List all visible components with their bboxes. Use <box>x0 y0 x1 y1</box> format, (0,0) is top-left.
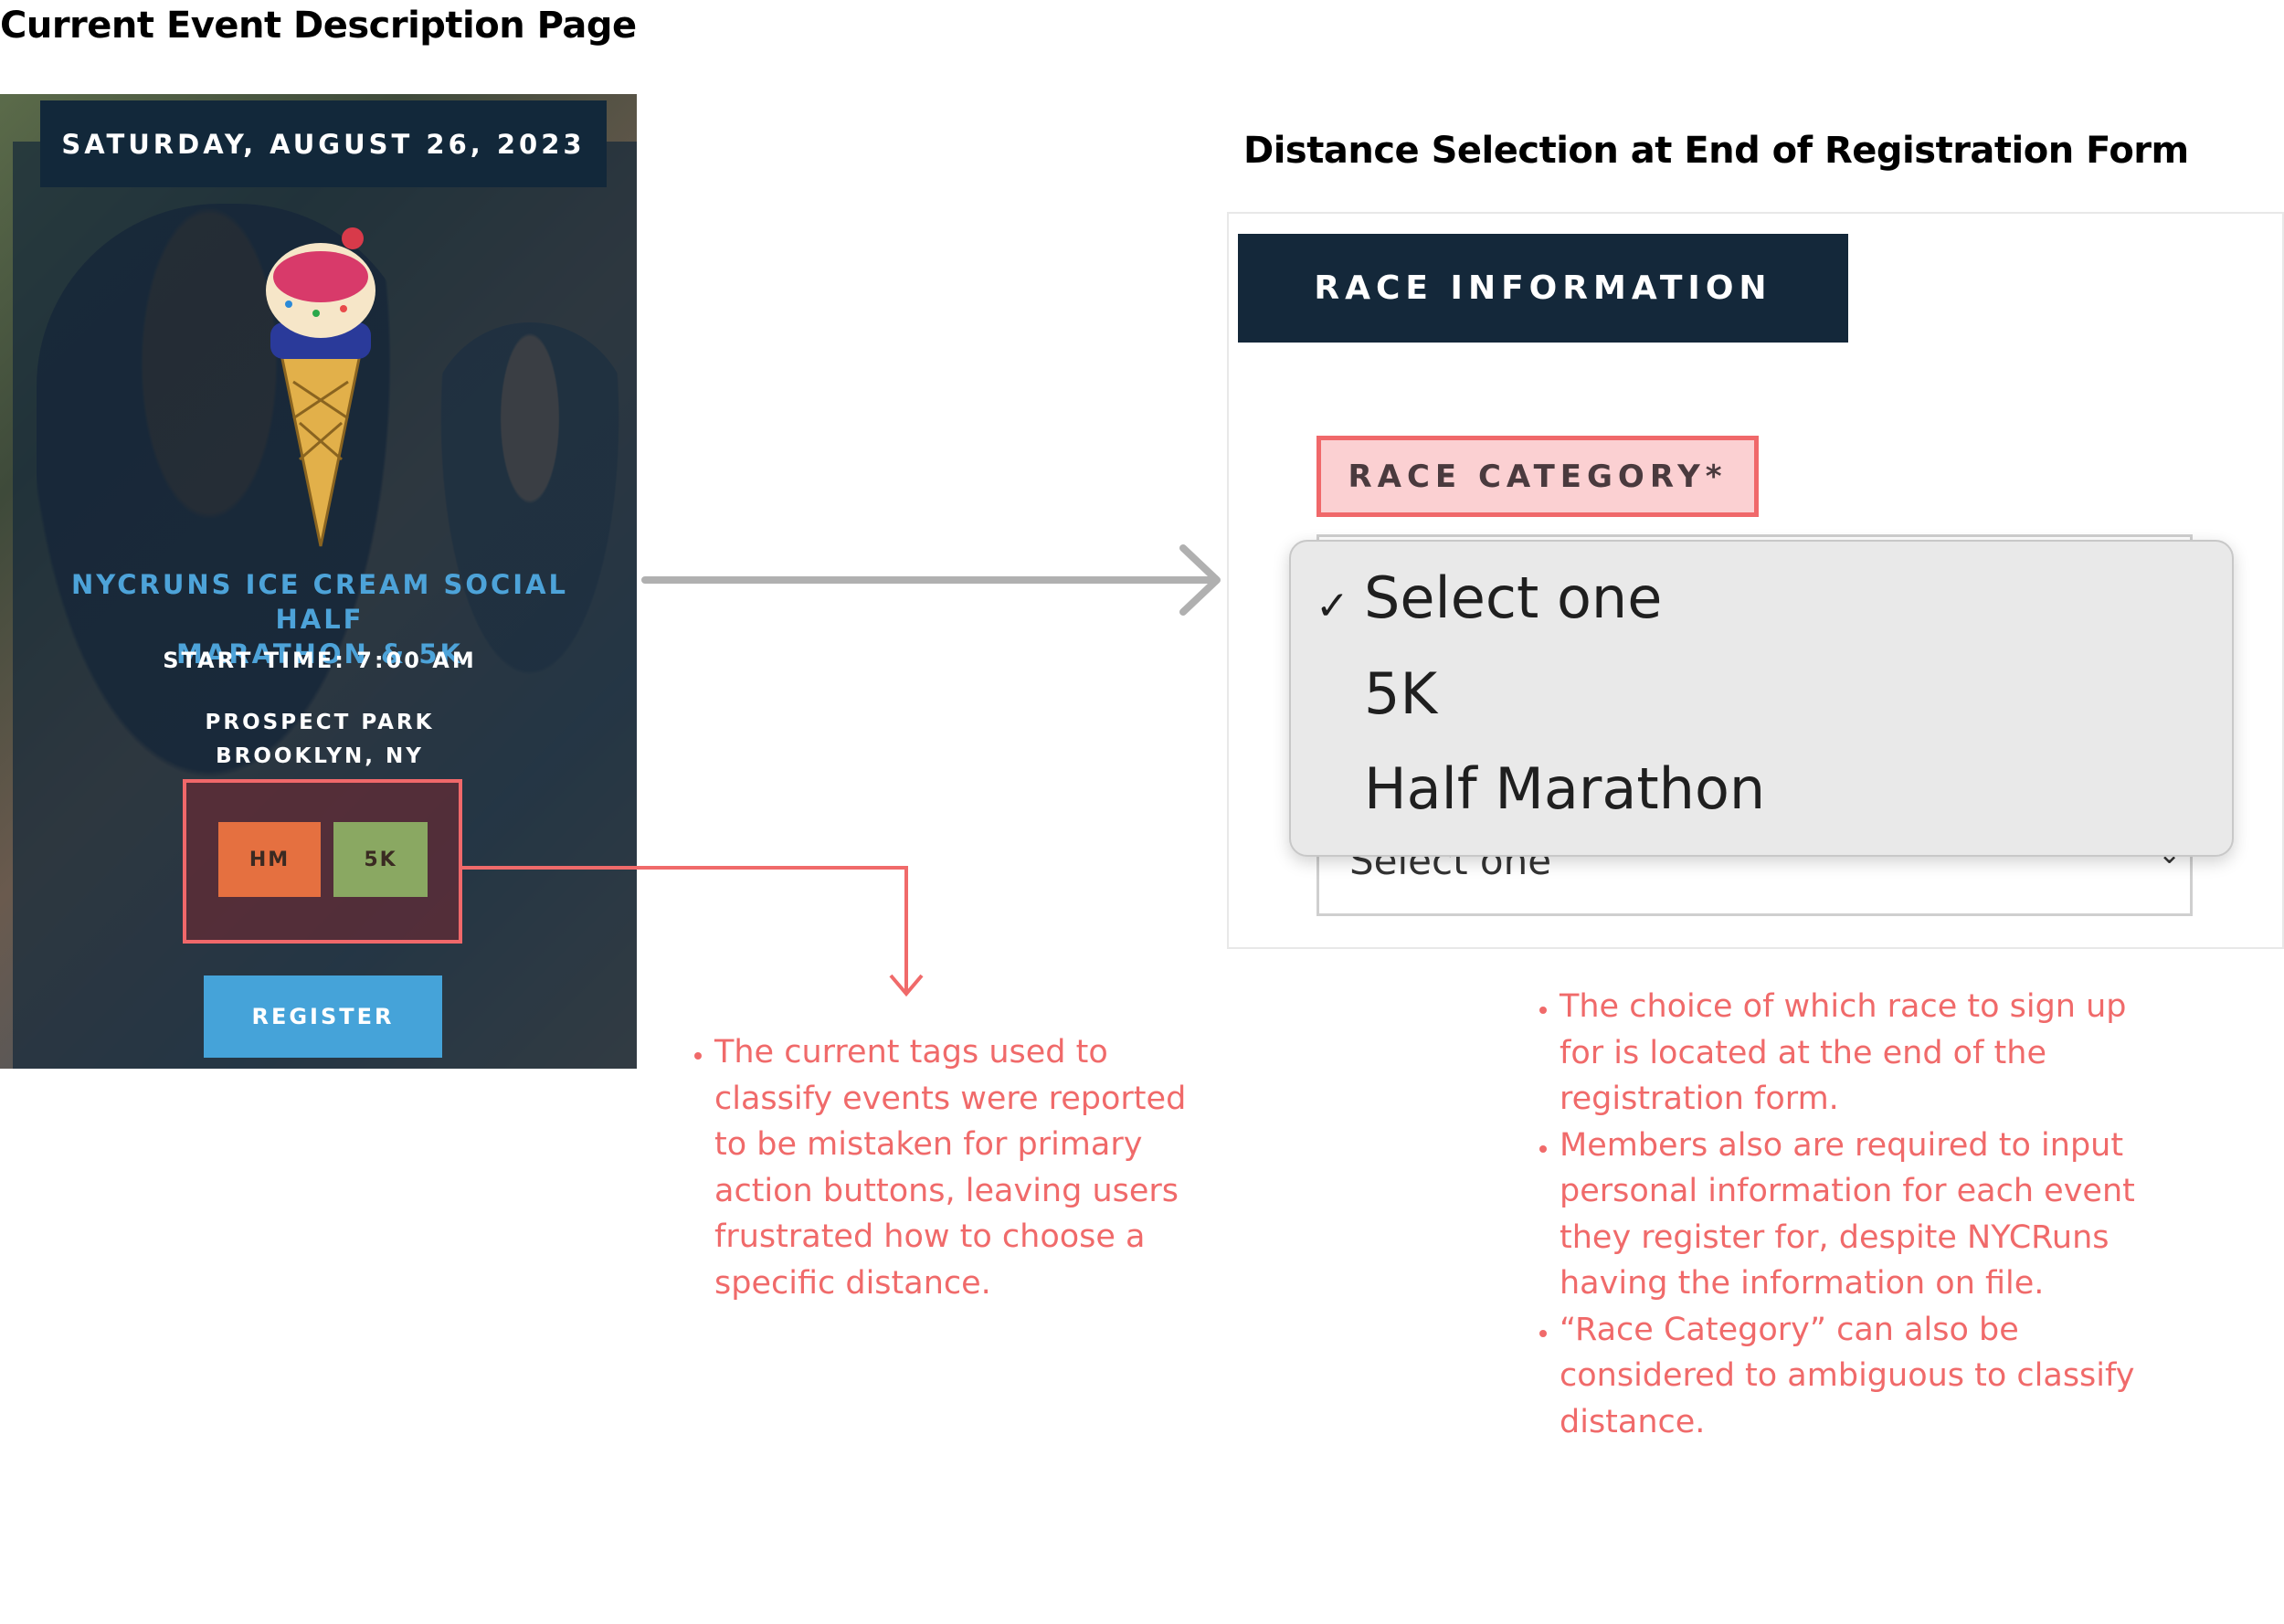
dropdown-option-select-one[interactable]: Select one <box>1364 564 1663 631</box>
right-annotations: The choice of which race to sign up for … <box>1530 984 2152 1445</box>
event-start-time: START TIME: 7:00 AM <box>163 648 477 673</box>
location-line2: BROOKLYN, NY <box>216 744 424 768</box>
event-location: PROSPECT PARK BROOKLYN, NY <box>27 706 612 774</box>
annotation-item: The current tags used to classify events… <box>714 1029 1197 1306</box>
race-information-header: RACE INFORMATION <box>1238 234 1848 343</box>
event-date-banner: SATURDAY, AUGUST 26, 2023 <box>40 100 607 187</box>
race-category-label: RACE CATEGORY* <box>1316 436 1759 517</box>
event-name: NYCRUNS ICE CREAM SOCIAL HALF MARATHON &… <box>27 567 612 671</box>
event-name-line2: MARATHON & 5K <box>176 638 463 670</box>
annotation-item: The choice of which race to sign up for … <box>1560 984 2152 1123</box>
left-section-title: Current Event Description Page <box>0 5 637 47</box>
annotation-item: Members also are required to input perso… <box>1560 1123 2152 1307</box>
annotation-item: “Race Category” can also be considered t… <box>1560 1307 2152 1446</box>
flow-arrow-icon <box>641 544 1221 616</box>
right-section-title: Distance Selection at End of Registratio… <box>1243 130 2189 172</box>
event-name-line1: NYCRUNS ICE CREAM SOCIAL HALF <box>71 569 568 635</box>
ice-cream-logo-icon <box>266 227 375 547</box>
tag-hm[interactable]: HM <box>218 822 321 897</box>
location-line1: PROSPECT PARK <box>205 711 435 734</box>
race-category-dropdown[interactable] <box>1289 540 2234 857</box>
dropdown-option-5k[interactable]: 5K <box>1364 660 1438 727</box>
register-button[interactable]: REGISTER <box>204 975 442 1058</box>
left-annotation: The current tags used to classify events… <box>685 1029 1197 1306</box>
tag-5k[interactable]: 5K <box>333 822 428 897</box>
event-card: SATURDAY, AUGUST 26, 2023 NYCRUNS ICE CR… <box>0 94 637 1069</box>
dropdown-option-half-marathon[interactable]: Half Marathon <box>1364 755 1766 822</box>
checkmark-icon: ✓ <box>1316 583 1349 629</box>
